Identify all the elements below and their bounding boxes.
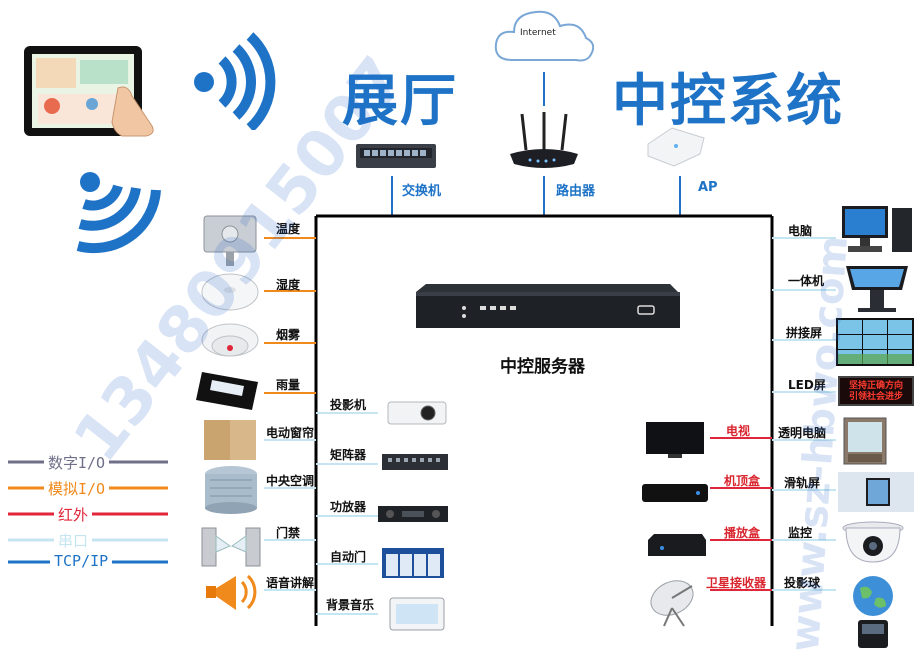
label-led-screen: LED屏 [788,378,826,392]
projection-globe [842,574,904,654]
label-tv: 电视 [726,424,751,438]
music-panel [388,596,446,632]
transparent-display [842,416,888,466]
label-computer: 电脑 [788,224,813,238]
humidity-sensor [200,270,260,312]
wifi-icon [70,168,170,258]
electric-curtain [200,416,260,464]
security-camera [840,520,906,566]
desktop-computer [840,204,914,256]
central-control-server [416,282,680,334]
label-monitoring: 监控 [788,526,813,540]
router-label: 路由器 [556,184,596,199]
label-satellite-receiver: 卫星接收器 [706,576,767,590]
projector [386,396,448,428]
television [644,420,706,460]
label-rain: 雨量 [276,378,301,392]
satellite-dish [644,574,708,630]
led-line-1: 坚持正确方向 [848,381,903,391]
label-projection-globe: 投影球 [784,576,821,590]
label-voice-guide: 语音讲解 [266,576,315,590]
legend-digital-io: 数字I/O [44,452,110,473]
legend-tcp-ip: TCP/IP [50,552,113,570]
label-humidity: 湿度 [276,278,301,292]
legend-analog-io: 模拟I/O [44,478,110,499]
title-left: 展厅 [342,69,458,134]
all-in-one-kiosk [840,262,914,314]
led-screen: 坚持正确方向 引领社会进步 [838,376,914,406]
wifi-icon [190,30,280,132]
label-set-top-box: 机顶盒 [724,474,761,488]
ap-label: AP [698,180,718,195]
title-right: 中控系统 [612,69,844,134]
central-air-conditioner [200,462,262,516]
legend-serial: 串口 [54,530,93,551]
internet-label: Internet [520,28,556,38]
label-temperature: 温度 [276,222,301,236]
media-player-box [644,526,708,562]
slide-rail-screen [838,472,914,512]
access-gate [198,518,264,568]
matrix-switcher [380,450,450,474]
label-smoke: 烟雾 [276,328,301,342]
label-background-music: 背景音乐 [326,598,375,612]
label-matrix: 矩阵器 [330,448,367,462]
network-switch [354,138,438,174]
temperature-sensor [198,212,262,268]
rain-sensor [192,368,264,412]
led-line-2: 引领社会进步 [848,392,903,402]
automatic-door [380,546,446,580]
speaker-icon [204,570,260,616]
label-amplifier: 功放器 [330,500,367,514]
set-top-box [640,478,710,506]
label-transparent-computer: 透明电脑 [778,426,827,440]
smoke-sensor [200,320,260,364]
label-electric-curtain: 电动窗帘 [266,426,315,440]
power-amplifier [376,502,450,526]
access-point [642,124,708,168]
label-access-gate: 门禁 [276,526,301,540]
label-projector: 投影机 [330,398,367,412]
router [506,110,582,174]
label-splice-screen: 拼接屏 [786,326,823,340]
label-automatic-door: 自动门 [330,550,367,564]
tablet-device [22,44,172,140]
internet-cloud-icon: Internet [492,4,595,72]
video-wall [836,318,914,366]
server-label: 中控服务器 [500,357,585,377]
label-central-ac: 中央空调 [266,474,315,488]
legend-infrared: 红外 [54,504,93,525]
label-all-in-one: 一体机 [788,274,825,288]
switch-label: 交换机 [402,184,442,199]
label-slide-screen: 滑轨屏 [784,476,821,490]
label-player-box: 播放盒 [724,526,761,540]
